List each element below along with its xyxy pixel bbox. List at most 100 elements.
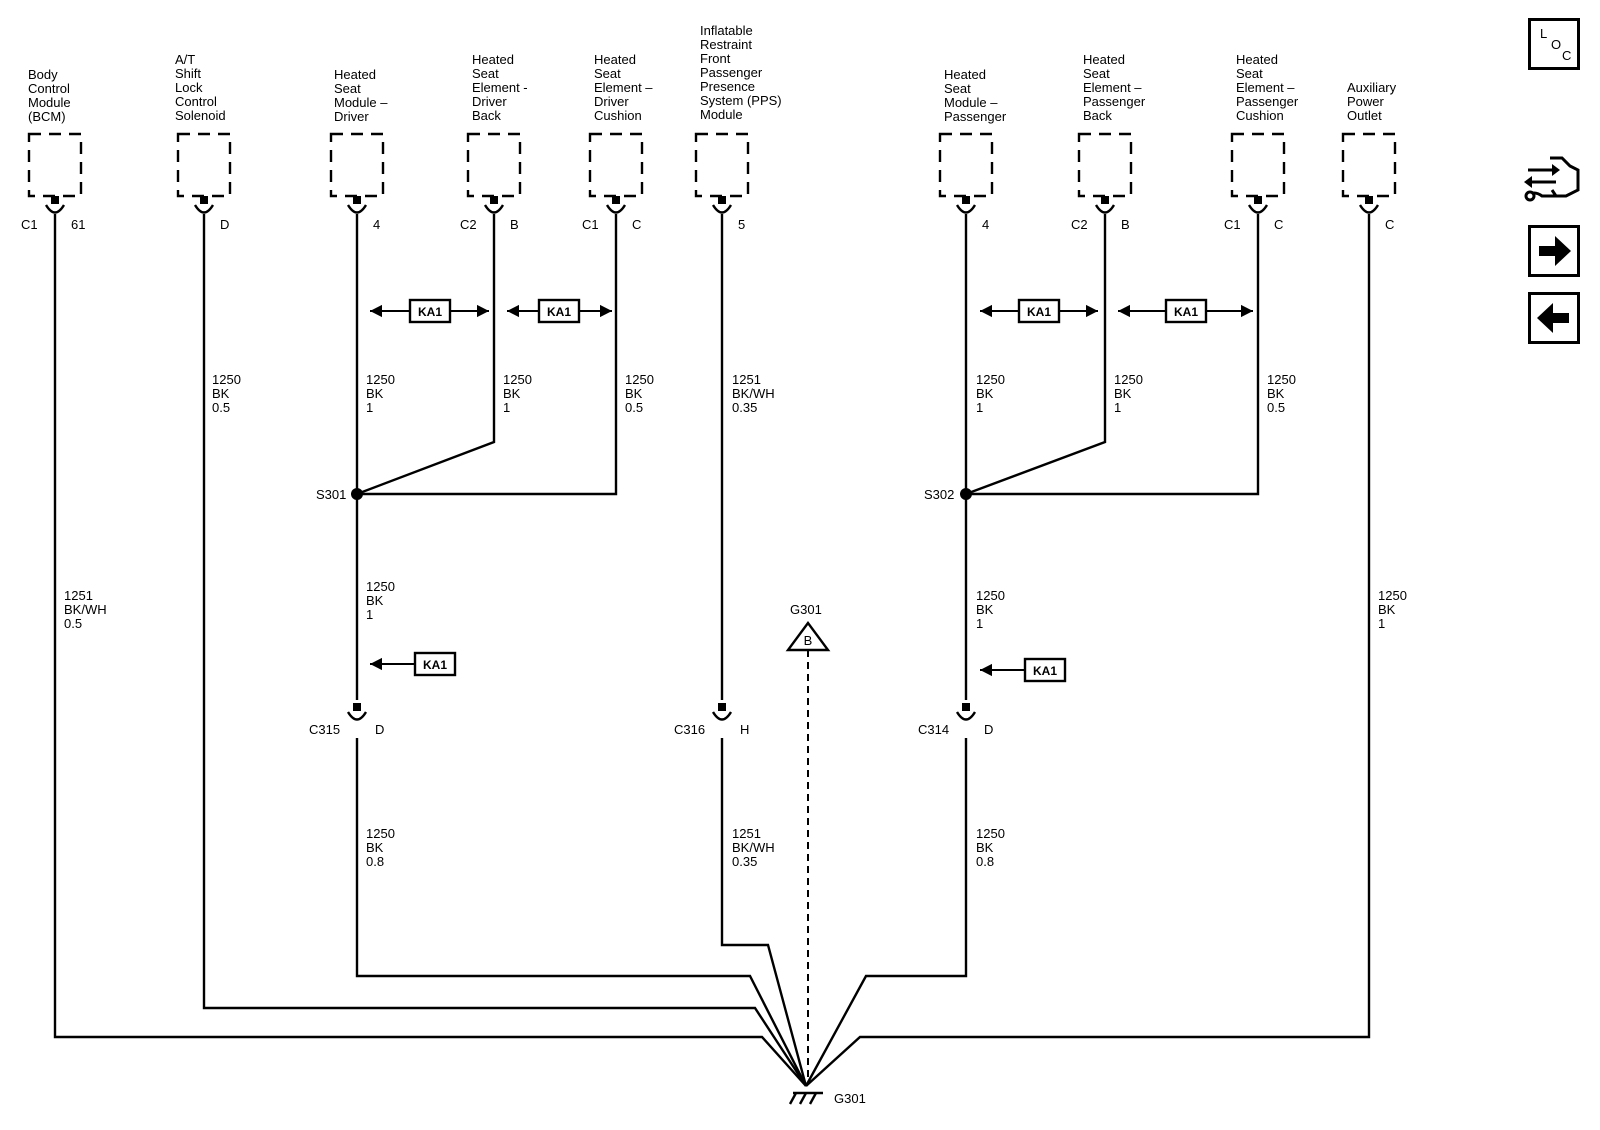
component-label-line: Front (700, 51, 731, 66)
component-label-line: Restraint (700, 37, 752, 52)
wire-label-line: 1 (366, 400, 373, 415)
connector-cap (1094, 204, 1116, 214)
component-label-line: Seat (1083, 66, 1110, 81)
wire-label-line: 1251 (732, 826, 761, 841)
wire-label-line: 1250 (976, 588, 1005, 603)
location-button[interactable]: L O C (1528, 18, 1580, 70)
component-label-line: Solenoid (175, 108, 226, 123)
wire-label-line: BK (976, 840, 994, 855)
wire-label-line: 1250 (366, 579, 395, 594)
ka1-driver-low: KA1 (413, 651, 457, 677)
component-label-line: System (PPS) (700, 93, 782, 108)
wire-hse-driver-back (356, 214, 496, 496)
arrow-right-icon (1539, 236, 1571, 266)
ground-symbol-icon: G301 (788, 1091, 866, 1106)
pin-label: C (632, 217, 641, 232)
component-box (1341, 132, 1397, 198)
component-label-line: A/T (175, 52, 195, 67)
wire-label-line: 0.5 (212, 400, 230, 415)
connector-pin (200, 196, 208, 204)
splice-dot (351, 488, 363, 500)
component-label-line: Passenger (700, 65, 763, 80)
wire-label-line: 1250 (625, 372, 654, 387)
pin-label: B (1121, 217, 1130, 232)
wire-label-line: 1250 (1267, 372, 1296, 387)
wiring-harness-icon[interactable] (1522, 150, 1584, 212)
connector-name: C1 (582, 217, 599, 232)
component-label-line: Outlet (1347, 108, 1382, 123)
ground-hatch (798, 1092, 808, 1105)
connector-cap (1358, 204, 1380, 214)
ka1-driver-back: KA1 (408, 298, 452, 324)
component-label-line: Heated (944, 67, 986, 82)
pin-label: 5 (738, 217, 745, 232)
loc-letter-c: C (1562, 48, 1572, 63)
wire-hse-pass-back (965, 214, 1107, 496)
ka1-text: KA1 (423, 658, 447, 672)
pin-label: 4 (373, 217, 380, 232)
ka1-pass-cushion: KA1 (1164, 298, 1208, 324)
wire-label-line: BK (366, 840, 384, 855)
component-label-line: Shift (175, 66, 201, 81)
connector-cap (346, 711, 368, 721)
ground-reference-name: G301 (790, 602, 822, 617)
ka1-box (1023, 657, 1067, 683)
pin-label: D (375, 722, 384, 737)
arrow-head (980, 663, 992, 677)
component-label-line: Cushion (1236, 108, 1284, 123)
ka1-driver-cushion: KA1 (537, 298, 581, 324)
ka1-box (413, 651, 457, 677)
connector-name: C316 (674, 722, 705, 737)
connector-pin (718, 196, 726, 204)
connector-cap (1247, 204, 1269, 214)
arrow-head (600, 304, 612, 318)
arrow-head (1086, 304, 1098, 318)
connector-pin (490, 196, 498, 204)
loc-letter-l: L (1540, 26, 1548, 41)
component-box (588, 132, 644, 198)
component-label-line: Control (175, 94, 217, 109)
pin-label: D (984, 722, 993, 737)
wire-label-line: 1250 (976, 826, 1005, 841)
component-label-line: Auxiliary (1347, 80, 1397, 95)
arrow-head (1118, 304, 1130, 318)
connector-pin (1365, 196, 1373, 204)
wire-bcm (53, 214, 807, 1087)
previous-page-button[interactable] (1528, 292, 1580, 344)
wire-label-line: BK (976, 602, 994, 617)
component-box (176, 132, 232, 198)
wire-passenger-low (804, 738, 968, 1087)
arrow-head (370, 657, 382, 671)
ka1-text: KA1 (1033, 664, 1057, 678)
connector-pin (1101, 196, 1109, 204)
wire-label-line: 0.5 (625, 400, 643, 415)
wire-label-line: 0.35 (732, 400, 757, 415)
component-box (1230, 132, 1286, 198)
component-label-line: Back (1083, 108, 1112, 123)
arrow-head (370, 304, 382, 318)
wire-label-line: BK (1267, 386, 1285, 401)
wire-pps-low (720, 738, 808, 1087)
connector-name: C1 (21, 217, 38, 232)
next-page-button[interactable] (1528, 225, 1580, 277)
wire-hse-pass-cushion (966, 214, 1260, 496)
connector-cap (955, 204, 977, 214)
ground-reference-letter: B (804, 633, 813, 648)
ka1-pass-low: KA1 (1023, 657, 1067, 683)
wire-hse-driver-cushion (357, 214, 618, 496)
connector-cap (483, 204, 505, 214)
component-label-line: Seat (1236, 66, 1263, 81)
component-label-line: Passenger (1236, 94, 1299, 109)
connector-cap (193, 204, 215, 214)
arrow-left-icon (1537, 303, 1569, 333)
pin-label: H (740, 722, 749, 737)
ka1-text: KA1 (1174, 305, 1198, 319)
wire-label-line: 1 (366, 607, 373, 622)
arrow-head (477, 304, 489, 318)
component-label-line: Cushion (594, 108, 642, 123)
